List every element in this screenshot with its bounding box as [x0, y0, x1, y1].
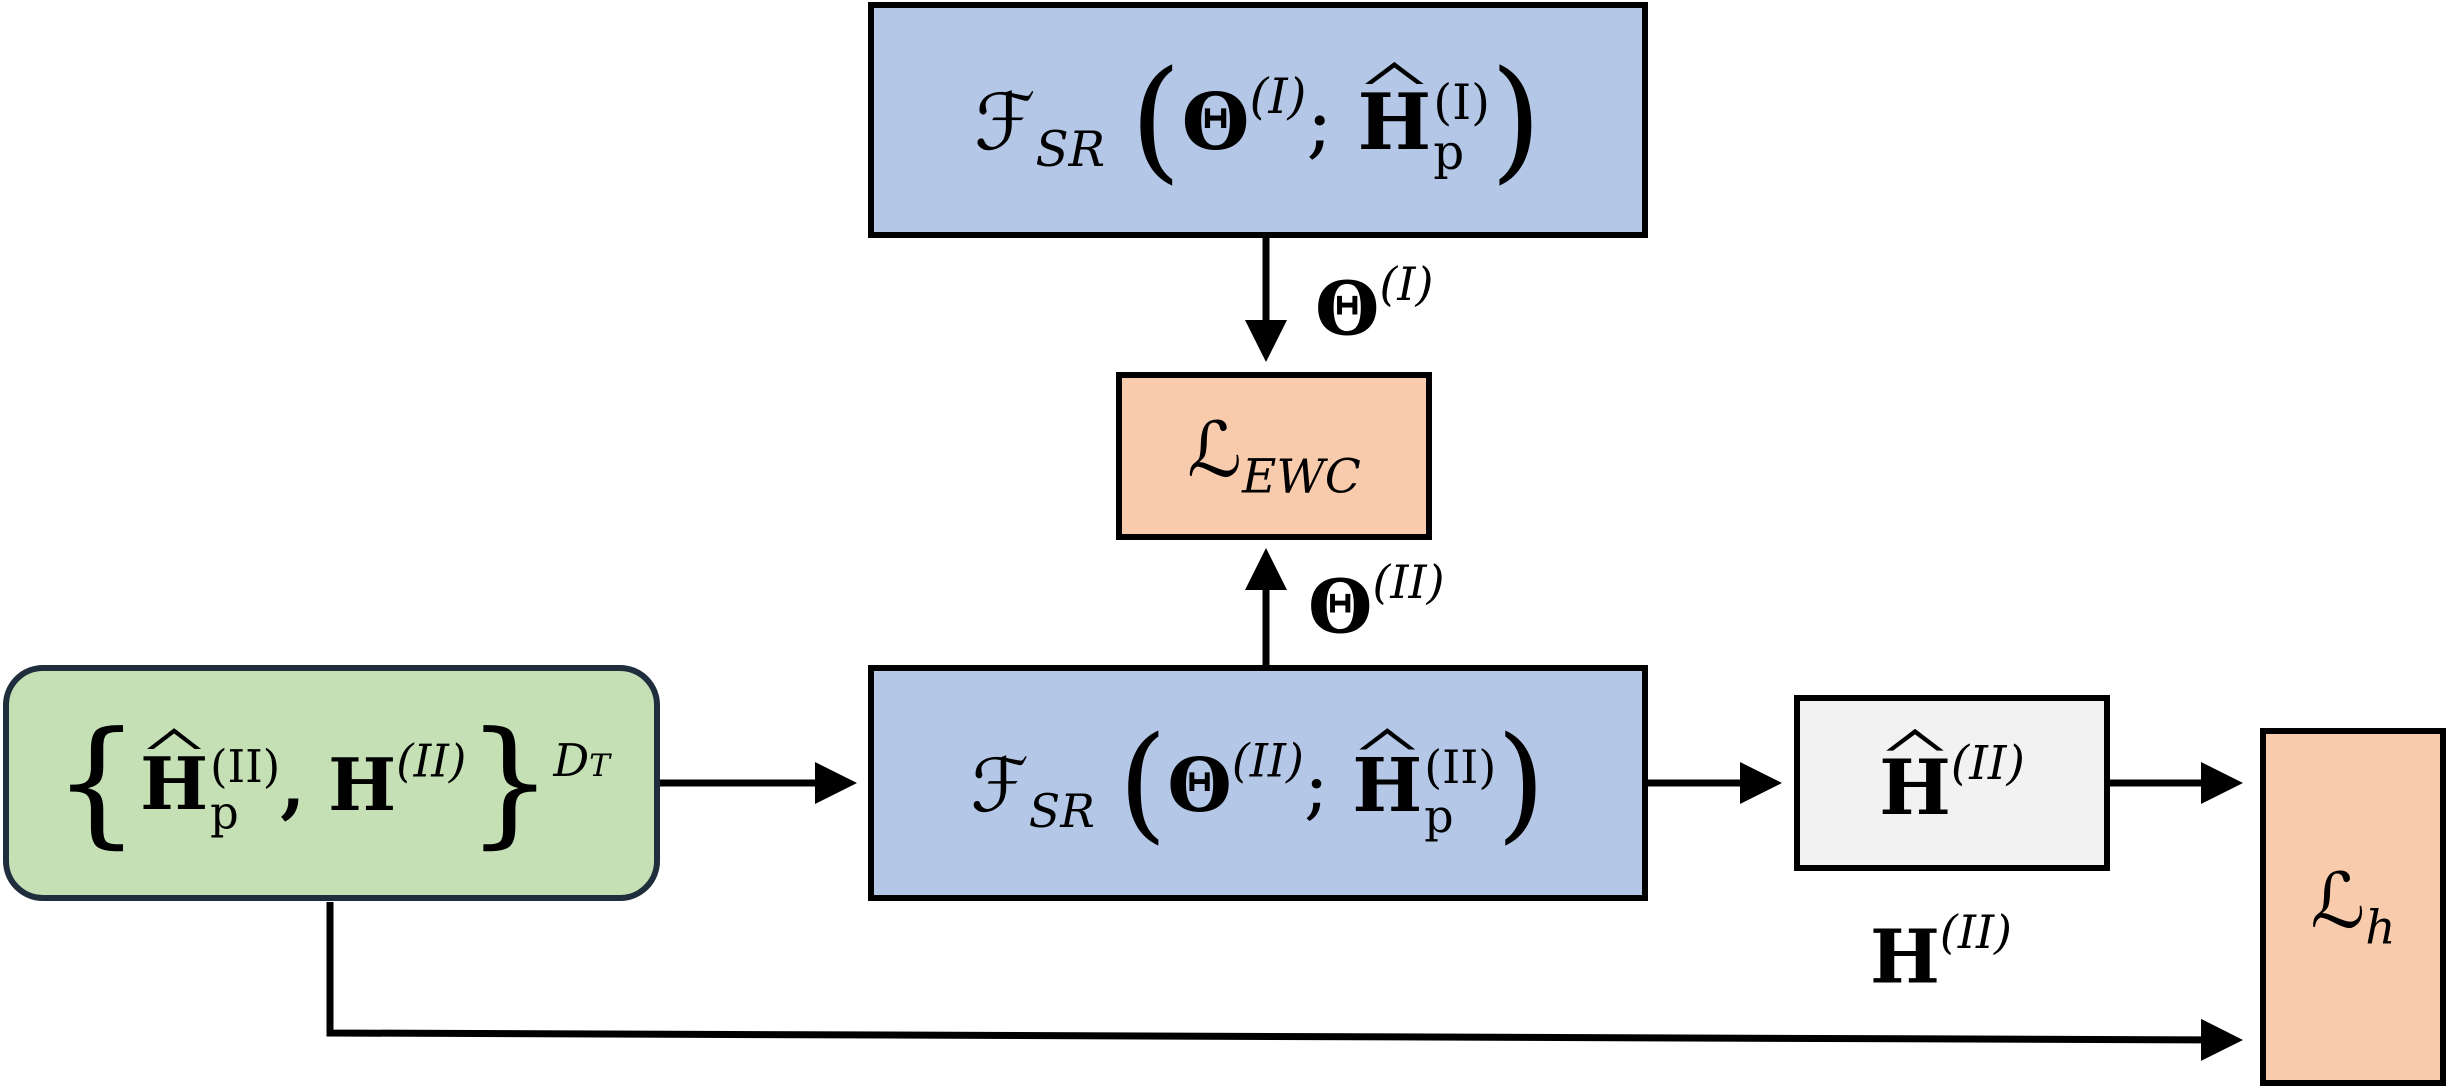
sr-network-task-ii-box: ℱSR (Θ(II); H(II)p)	[868, 665, 1648, 901]
fn-symbol: ℱ	[974, 77, 1036, 168]
sr-network-task-i-box: ℱSR (Θ(I); H(I)p)	[868, 2, 1648, 238]
reconstructed-output-box: H(II)	[1794, 695, 2110, 871]
ground-truth-label: H(II)	[1870, 905, 2012, 1001]
ewc-loss-box: ℒEWC	[1116, 372, 1432, 540]
theta-i-label: Θ(I)	[1315, 257, 1434, 353]
hr-loss-box: ℒh	[2260, 728, 2446, 1086]
arrow-dataset-to-lh	[326, 902, 2243, 1061]
dataset-box: {H(II)p, H(II)}DT	[3, 665, 660, 901]
theta-ii-label: Θ(II)	[1308, 555, 1445, 651]
